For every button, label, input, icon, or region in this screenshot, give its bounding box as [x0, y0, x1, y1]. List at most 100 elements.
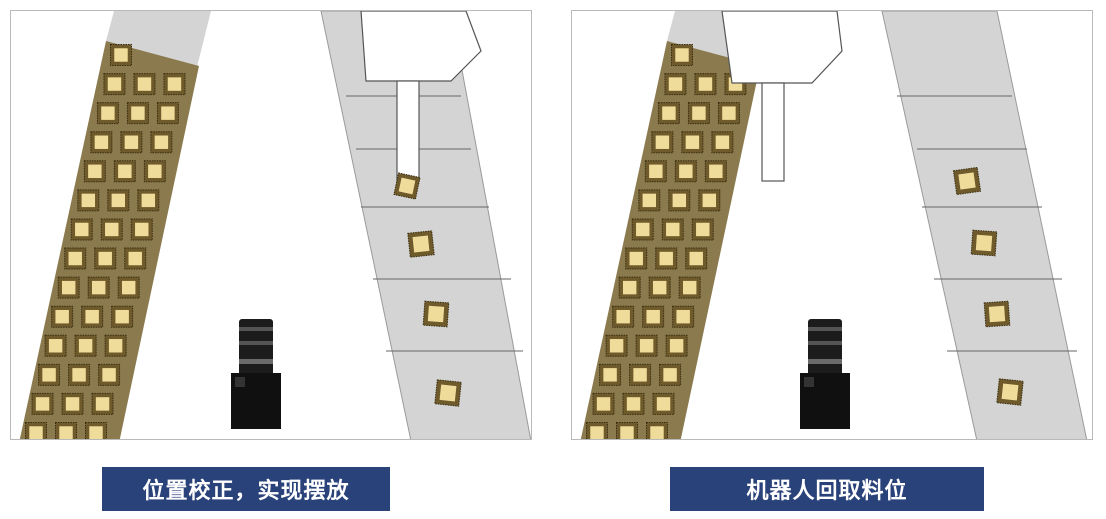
tray-chip — [124, 247, 147, 270]
tray-chip — [586, 422, 608, 439]
scene-panel-left — [10, 10, 532, 440]
tray-chip — [90, 131, 113, 154]
tray-chip — [120, 131, 143, 154]
tray-chip — [599, 363, 622, 386]
tray-chip — [51, 305, 74, 328]
tray-chip — [685, 247, 708, 270]
tray-chip — [646, 422, 668, 439]
placed-chip — [970, 229, 998, 257]
tray-chip — [642, 305, 665, 328]
tray-chip — [644, 160, 667, 183]
tray-chip — [74, 334, 97, 357]
camera-icon — [800, 319, 850, 429]
tray-chip — [133, 73, 156, 96]
scene-panel-right — [571, 10, 1093, 440]
suction-nozzle-icon — [761, 82, 785, 182]
tray-chip — [143, 160, 166, 183]
tray-chip — [44, 334, 67, 357]
placed-chip — [434, 379, 462, 407]
tray-chip — [94, 247, 117, 270]
tray-chip — [691, 218, 714, 241]
tray-chip — [87, 276, 110, 299]
tray-chip — [655, 247, 678, 270]
placed-chip — [952, 166, 982, 196]
tray-chip — [163, 73, 186, 96]
placed-chip — [422, 300, 450, 328]
tray-chip — [64, 247, 87, 270]
tray-chip — [96, 102, 119, 125]
tray-chip — [31, 392, 54, 415]
tray-chip — [665, 334, 688, 357]
tray-chip — [68, 363, 91, 386]
tray-chip — [631, 218, 654, 241]
tray-chip — [657, 102, 680, 125]
feeder-belt — [106, 11, 211, 71]
placed-chip — [996, 378, 1024, 406]
tray-chip — [629, 363, 652, 386]
tray-chip — [652, 392, 675, 415]
scene-left — [19, 11, 531, 439]
tray-chip — [126, 102, 149, 125]
tray-chip — [661, 218, 684, 241]
tray-chip — [671, 44, 693, 66]
tray-chip — [651, 131, 674, 154]
tray-chip — [659, 363, 682, 386]
conveyor-belt — [881, 11, 1088, 439]
robot-head — [721, 11, 843, 84]
tray-chip — [85, 422, 107, 439]
tray-chip — [113, 160, 136, 183]
tray-chip — [592, 392, 615, 415]
tray-chip — [150, 131, 173, 154]
tray-chip — [648, 276, 671, 299]
tray-chip — [635, 334, 658, 357]
tray-chip — [687, 102, 710, 125]
tray-chip — [107, 189, 130, 212]
tray-chip — [625, 247, 648, 270]
conveyor-belt — [320, 11, 531, 439]
tray-chip — [616, 422, 638, 439]
tray-chip — [137, 189, 160, 212]
tray-chip — [704, 160, 727, 183]
tray-chip — [91, 392, 114, 415]
tray-chip — [117, 276, 140, 299]
tray-chip — [674, 160, 697, 183]
tray-chip — [100, 218, 123, 241]
suction-nozzle-icon — [396, 80, 420, 182]
robot-head — [360, 11, 482, 82]
placed-chip — [407, 230, 435, 258]
tray-chip — [110, 44, 132, 66]
tray-chip — [55, 422, 77, 439]
scene-right — [580, 11, 1088, 439]
tray-chip — [156, 102, 179, 125]
tray-chip — [618, 276, 641, 299]
tray-chip — [638, 189, 661, 212]
tray-chip — [104, 334, 127, 357]
tray-chip — [130, 218, 153, 241]
tray-chip — [668, 189, 691, 212]
tray-chip — [711, 131, 734, 154]
caption-position-correction: 位置校正，实现摆放 — [102, 467, 390, 511]
tray-chip — [81, 305, 104, 328]
tray-chip — [77, 189, 100, 212]
tray-chip — [61, 392, 84, 415]
tray-chip — [612, 305, 635, 328]
tray-chip — [70, 218, 93, 241]
tray-chip — [678, 276, 701, 299]
tray-chip — [664, 73, 687, 96]
tray-chip — [25, 422, 47, 439]
tray-chip — [672, 305, 695, 328]
tray-chip — [622, 392, 645, 415]
tray-chip — [103, 73, 126, 96]
tray-chip — [681, 131, 704, 154]
caption-robot-return-pick: 机器人回取料位 — [670, 467, 984, 511]
picked-chip — [393, 172, 421, 200]
tray-chip — [698, 189, 721, 212]
camera-icon — [231, 319, 281, 429]
placed-chip — [983, 300, 1011, 328]
tray-chip — [111, 305, 134, 328]
tray-chip — [717, 102, 740, 125]
tray-chip — [605, 334, 628, 357]
tray-chip — [38, 363, 61, 386]
tray-chip — [98, 363, 121, 386]
tray-chip — [83, 160, 106, 183]
